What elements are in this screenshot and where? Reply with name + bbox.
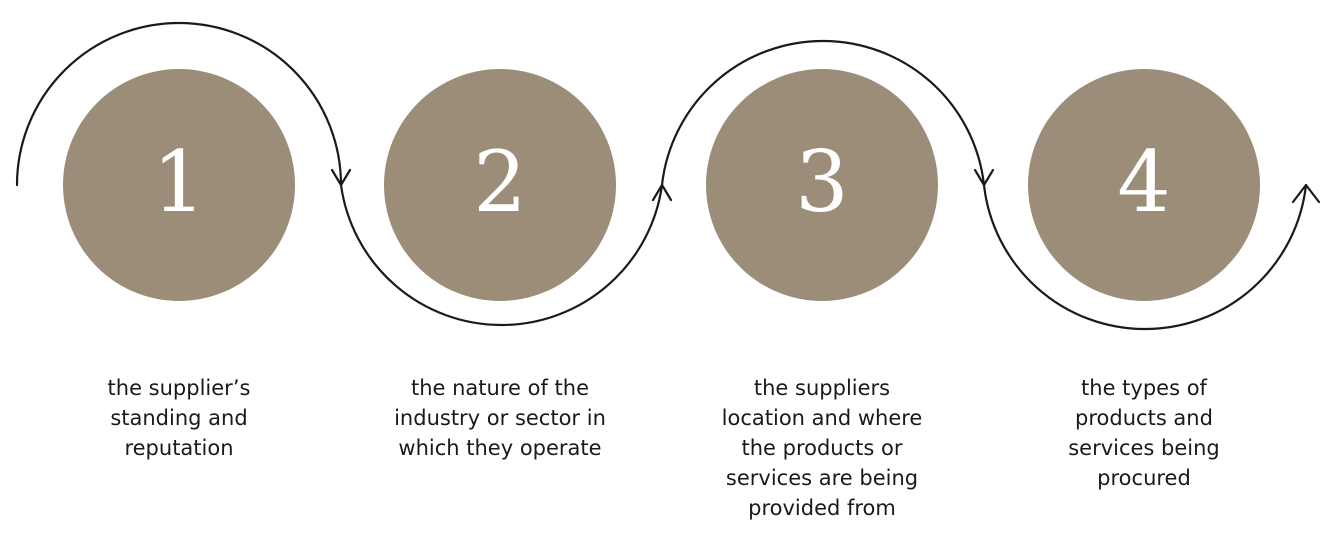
chevron-arrowhead-icon [651, 183, 673, 202]
chevron-arrowhead-icon [973, 168, 995, 187]
step-4-circle [1028, 69, 1260, 301]
connector-arc-under-4 [982, 183, 1308, 331]
caption-line: the types of [1081, 376, 1207, 400]
step-3-number: 3 [795, 133, 848, 231]
caption-line: services being [1068, 436, 1220, 460]
connector-arc-over-3 [660, 39, 986, 187]
caption-line: products and [1075, 406, 1213, 430]
caption-line: standing and [110, 406, 248, 430]
caption-line: location and where [721, 406, 923, 430]
caption-line: services are being [725, 466, 919, 490]
caption-line: the products or [741, 436, 903, 460]
step-2-caption: the nature of the industry or sector in wh… [375, 373, 625, 463]
step-4-caption: the types of products and services being pr… [1019, 373, 1269, 493]
step-1-caption: the supplier’s standing and reputation [54, 373, 304, 463]
step-3-circle [706, 69, 938, 301]
step-4-number: 4 [1117, 133, 1170, 231]
caption-line: which they operate [398, 436, 602, 460]
step-1-circle [63, 69, 295, 301]
step-1-number: 1 [152, 133, 205, 231]
connector-arc-under-2 [339, 183, 664, 327]
caption-line: the suppliers [753, 376, 891, 400]
caption-line: provided from [748, 496, 896, 520]
caption-line: procured [1097, 466, 1191, 490]
caption-line: reputation [124, 436, 234, 460]
connector-arc-over-1 [15, 21, 343, 187]
caption-line: industry or sector in [394, 406, 606, 430]
step-3-caption: the suppliers location and where the produ… [697, 373, 947, 523]
chevron-arrowhead-icon [1291, 183, 1321, 204]
caption-line: the supplier’s [107, 376, 251, 400]
chevron-arrowhead-icon [330, 168, 352, 187]
caption-line: the nature of the [410, 376, 589, 400]
step-2-number: 2 [473, 133, 526, 231]
step-2-circle [384, 69, 616, 301]
